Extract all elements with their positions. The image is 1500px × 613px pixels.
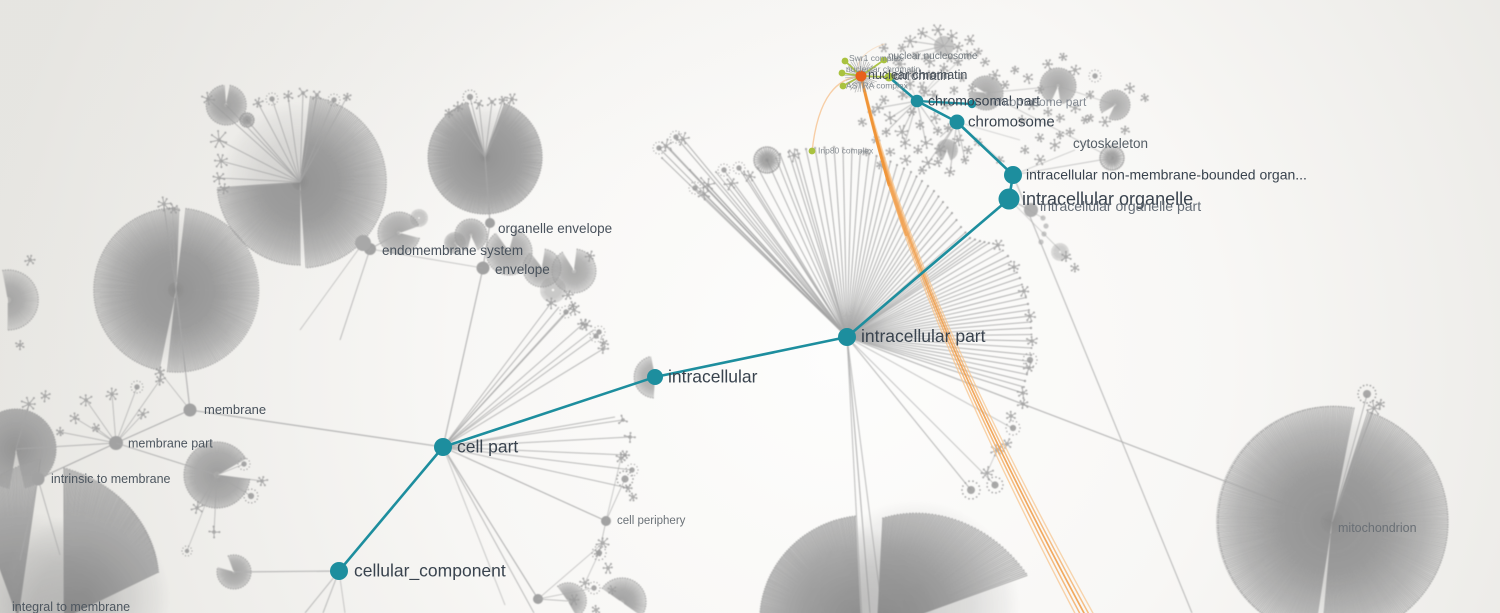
- svg-text:intracellular part: intracellular part: [861, 326, 986, 346]
- svg-text:nucleolar chromatin: nucleolar chromatin: [846, 64, 920, 74]
- svg-text:membrane: membrane: [204, 402, 266, 417]
- svg-text:ASTRA complex: ASTRA complex: [846, 81, 909, 91]
- svg-text:chromosome: chromosome: [968, 114, 1055, 131]
- svg-text:intracellular: intracellular: [668, 367, 758, 387]
- svg-text:cytoskeleton: cytoskeleton: [1073, 136, 1148, 151]
- svg-text:intracellular organelle: intracellular organelle: [1022, 189, 1193, 209]
- svg-text:nuclear chromatin: nuclear chromatin: [868, 68, 967, 82]
- svg-text:chromosome part: chromosome part: [993, 95, 1087, 109]
- svg-text:cell part: cell part: [457, 437, 518, 457]
- svg-text:intracellular non-membrane-bou: intracellular non-membrane-bounded organ…: [1026, 167, 1307, 183]
- svg-text:intracellular organelle part: intracellular organelle part: [1040, 198, 1201, 214]
- svg-text:intrinsic to membrane: intrinsic to membrane: [51, 472, 171, 486]
- svg-text:chromosomal part: chromosomal part: [928, 93, 1040, 109]
- svg-text:endomembrane system: endomembrane system: [382, 243, 523, 258]
- svg-text:nuclear nucleosome: nuclear nucleosome: [888, 51, 978, 62]
- svg-text:cellular_component: cellular_component: [354, 561, 506, 582]
- svg-text:organelle envelope: organelle envelope: [498, 221, 612, 236]
- svg-text:mitochondrion: mitochondrion: [1338, 521, 1417, 535]
- svg-text:chromatin: chromatin: [893, 68, 950, 83]
- svg-text:integral to membrane: integral to membrane: [12, 600, 130, 613]
- svg-text:Inp80 complex: Inp80 complex: [818, 146, 874, 156]
- svg-text:Swr1 complex: Swr1 complex: [849, 53, 903, 63]
- svg-text:envelope: envelope: [495, 262, 550, 277]
- svg-text:membrane part: membrane part: [128, 437, 213, 451]
- svg-text:cell periphery: cell periphery: [617, 515, 686, 527]
